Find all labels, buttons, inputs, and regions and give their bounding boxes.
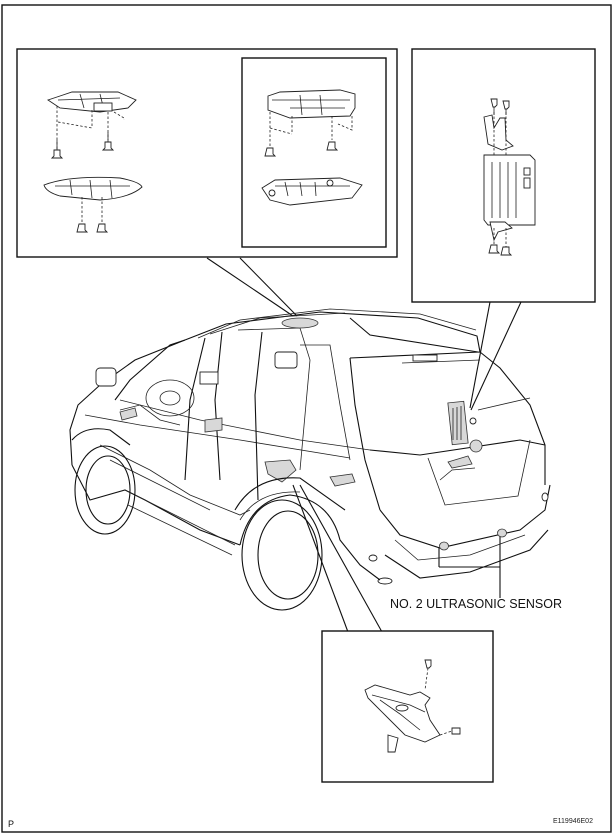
bolt-icon (490, 98, 498, 115)
ultrasonic-sensor-right (497, 528, 507, 538)
bolt-icon (264, 147, 277, 157)
callout-no2-ultrasonic-sensor: NO. 2 ULTRASONIC SENSOR (390, 597, 563, 611)
bolt-icon (500, 246, 513, 256)
rear-module-assembly (483, 98, 536, 256)
side-module-assembly (364, 659, 461, 753)
bolt-icon (488, 244, 501, 254)
bolt-icon (76, 223, 89, 233)
bolt-icon (424, 659, 432, 669)
roof-console-bracket (46, 91, 137, 159)
figure-id: E119946E02 (553, 818, 593, 825)
roof-console-module (261, 89, 363, 206)
outer-frame (1, 4, 612, 833)
bolt-icon (451, 727, 461, 735)
inset-roof-console-detail (241, 57, 387, 248)
bolt-icon (50, 140, 64, 159)
bolt-icon (326, 141, 339, 151)
leader-lines (206, 257, 522, 633)
bolt-icon (101, 132, 115, 151)
ultrasonic-sensor-left (439, 541, 449, 551)
bolt-icon (96, 223, 109, 233)
vehicle-illustration (69, 308, 551, 611)
page-marker: P (8, 819, 15, 829)
roof-console-cover-plate (43, 176, 143, 233)
